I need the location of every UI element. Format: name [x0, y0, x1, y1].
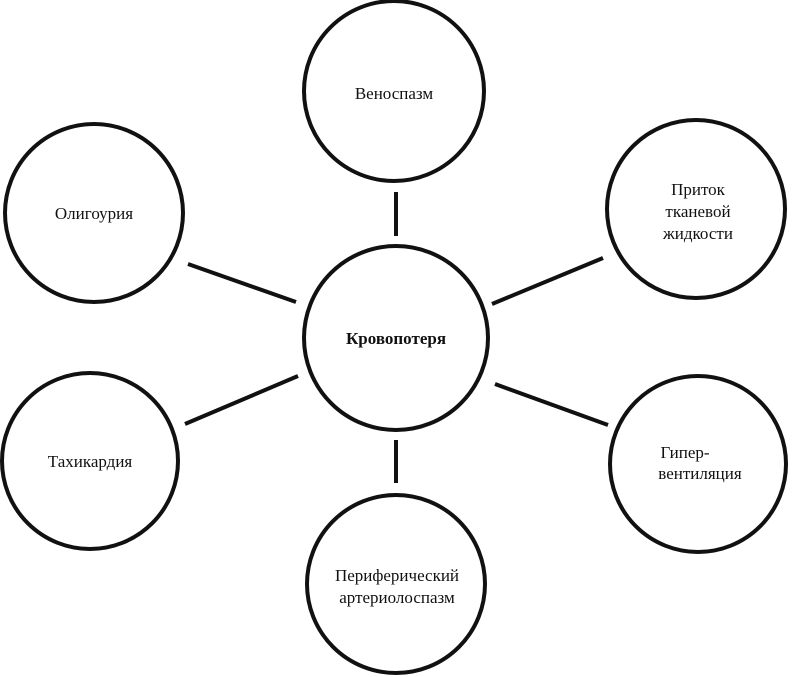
node-blood-loss: Кровопотеря [302, 244, 490, 432]
node-oliguria-label: Олигоурия [55, 204, 133, 223]
node-tissue-fluid-label-line-1: Приток [671, 180, 726, 199]
node-hyperventilation-label-line-2: вентиляция [658, 464, 742, 483]
node-tissue-fluid: Приток тканевой жидкости [605, 118, 787, 300]
node-arteriolospasm-label-line-2: артериолоспазм [339, 588, 455, 607]
node-tissue-fluid-label-line-2: тканевой [665, 202, 730, 221]
node-arteriolospasm: Периферический артериолоспазм [305, 493, 487, 675]
node-venospasm-label: Веноспазм [355, 84, 434, 103]
node-tissue-fluid-label-line-3: жидкости [662, 224, 733, 243]
connector-tissue-fluid [491, 256, 604, 306]
node-hyperventilation-label-line-1: Гипер- [660, 443, 709, 462]
connector-oliguria [187, 262, 297, 304]
connector-hyperventilation [494, 382, 609, 427]
node-venospasm: Веноспазм [302, 0, 486, 183]
node-tachycardia: Тахикардия [0, 371, 180, 551]
node-oliguria: Олигоурия [3, 122, 185, 304]
node-tachycardia-label: Тахикардия [48, 452, 133, 471]
connector-tachycardia [184, 374, 299, 426]
node-blood-loss-label: Кровопотеря [346, 329, 446, 348]
node-hyperventilation: Гипер- вентиляция [608, 374, 788, 554]
node-arteriolospasm-label-line-1: Периферический [335, 566, 459, 585]
